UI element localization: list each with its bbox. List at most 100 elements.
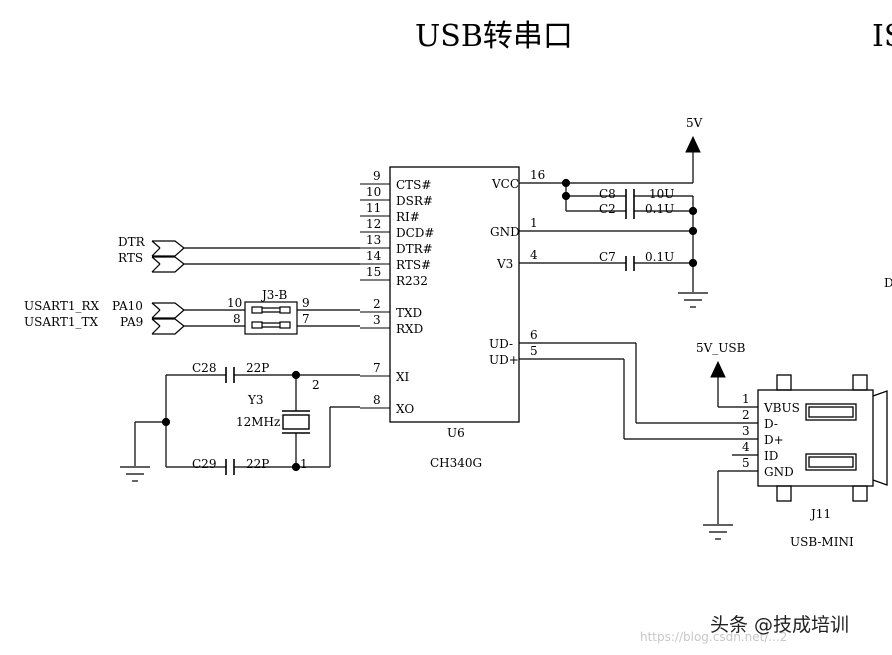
pin-number: 8 — [373, 393, 381, 407]
usb-connector-ref: J11 — [809, 507, 831, 521]
cap-c7-symbol — [625, 256, 635, 271]
port-arrow-dtr — [151, 240, 185, 257]
port-label-usart1-tx: USART1_TX — [24, 315, 98, 329]
crystal-y3-symbol — [282, 410, 310, 434]
pin-name: XI — [396, 370, 410, 384]
usb-pin-number: 3 — [742, 424, 750, 438]
cap-c29-value: 22P — [246, 457, 269, 471]
vcc-power-arrow — [685, 135, 701, 153]
usb-power-arrow — [710, 360, 726, 378]
pin-number: 16 — [530, 168, 545, 182]
pin-number: 15 — [366, 265, 381, 279]
page-title: USB转串口 — [415, 19, 573, 54]
jumper-pin-number: 7 — [302, 312, 310, 326]
chip-part-label: CH340G — [430, 456, 482, 470]
port-label-dtr: DTR — [118, 235, 146, 249]
pin-name: RI# — [396, 210, 420, 224]
cap-c2-symbol — [625, 204, 635, 219]
pin-name: UD+ — [489, 353, 519, 367]
usb-pin-name: D+ — [764, 433, 784, 447]
usb-pin-number: 4 — [742, 440, 750, 454]
pin-name: CTS# — [396, 178, 431, 192]
jumper-ref: J3-B — [260, 288, 288, 302]
crystal-pin-number: 1 — [300, 457, 308, 471]
pin-name: DTR# — [396, 242, 433, 256]
usb-pin-number: 5 — [742, 456, 750, 470]
cap-c8-value: 10U — [649, 187, 674, 201]
pin-number: 11 — [366, 201, 381, 215]
pin-name: V3 — [496, 257, 513, 271]
usb-connector-type: USB-MINI — [790, 535, 854, 549]
pin-number: 10 — [366, 185, 381, 199]
pin-number: 6 — [530, 328, 538, 342]
pin-name: TXD — [396, 306, 422, 320]
edge-fragment-letter: D — [884, 276, 892, 290]
usb-mini-connector-j11 — [757, 374, 888, 502]
dtr-rts-wires — [184, 247, 360, 265]
pin-number: 5 — [530, 344, 538, 358]
cap-c8-ref: C8 — [599, 187, 616, 201]
vcc-power-label: 5V — [686, 116, 703, 130]
cap-c29-symbol — [225, 459, 235, 475]
pin-name: DSR# — [396, 194, 433, 208]
pin-number: 12 — [366, 217, 381, 231]
cap-c28-value: 22P — [246, 361, 269, 375]
usb-pin-name: ID — [764, 449, 778, 463]
port-arrow-pa9 — [151, 318, 185, 335]
cap-c7-value: 0.1U — [645, 250, 674, 264]
usb-pin-numbers: 1 2 3 4 5 — [742, 392, 750, 470]
pin-name: RTS# — [396, 258, 431, 272]
port-label-rts: RTS — [118, 251, 143, 265]
jumper-pin-number: 10 — [227, 296, 242, 310]
junction-dots-power — [561, 178, 698, 268]
jumper-pin-number: 8 — [233, 312, 241, 326]
pin-number: 13 — [366, 233, 381, 247]
pin-name: DCD# — [396, 226, 434, 240]
pin-number: 14 — [366, 249, 382, 263]
usb-pin-name: GND — [764, 465, 794, 479]
ch340g-chip — [389, 166, 520, 423]
port-arrow-rts — [151, 256, 185, 273]
chip-right-pins: VCC 16 GND 1 V3 4 UD- 6 UD+ 5 — [489, 168, 545, 367]
port-arrow-pa10 — [151, 302, 185, 319]
usb-pin-name: VBUS — [763, 401, 800, 415]
port-label-pa10: PA10 — [112, 299, 143, 313]
cap-c2-ref: C2 — [599, 202, 616, 216]
chip-left-pin-stubs — [360, 183, 390, 409]
pin-number: 7 — [373, 361, 381, 375]
port-label-pa9: PA9 — [120, 315, 143, 329]
chip-left-pins: 9 CTS# 10 DSR# 11 RI# 12 DCD# 13 DTR# 14… — [366, 169, 434, 416]
port-label-usart1-rx: USART1_RX — [24, 299, 99, 313]
cap-c2-value: 0.1U — [645, 202, 674, 216]
usb-pin-name: D- — [764, 417, 778, 431]
chip-ref-label: U6 — [447, 426, 465, 440]
watermark-url: https://blog.csdn.net/...2 — [640, 630, 787, 644]
pin-name: VCC — [491, 177, 519, 191]
usart-wires — [184, 309, 360, 327]
jumper-j3b-symbol — [244, 301, 298, 335]
cap-c29-ref: C29 — [192, 457, 216, 471]
usb-pin-number: 1 — [742, 392, 750, 406]
pin-name: UD- — [489, 337, 513, 351]
ground-symbol-crystal — [120, 466, 150, 482]
cap-c28-ref: C28 — [192, 361, 216, 375]
pin-name: GND — [490, 225, 520, 239]
pin-name: RXD — [396, 322, 423, 336]
crystal-ref: Y3 — [247, 393, 264, 407]
junction-dots-crystal — [161, 370, 301, 472]
pin-number: 2 — [373, 297, 381, 311]
usb-power-label: 5V_USB — [696, 341, 746, 355]
pin-name: XO — [396, 402, 414, 416]
usb-data-wires — [519, 342, 758, 524]
usb-pin-number: 2 — [742, 408, 750, 422]
cap-c28-symbol — [225, 367, 235, 383]
jumper-pin-number: 9 — [302, 296, 310, 310]
power-network-wires — [519, 150, 694, 292]
crystal-pin-number: 2 — [312, 378, 320, 392]
pin-number: 3 — [373, 313, 381, 327]
crystal-value: 12MHz — [236, 415, 280, 429]
ground-symbol-usb — [703, 524, 733, 540]
pin-name: R232 — [396, 274, 428, 288]
ground-symbol-chip — [678, 292, 708, 308]
